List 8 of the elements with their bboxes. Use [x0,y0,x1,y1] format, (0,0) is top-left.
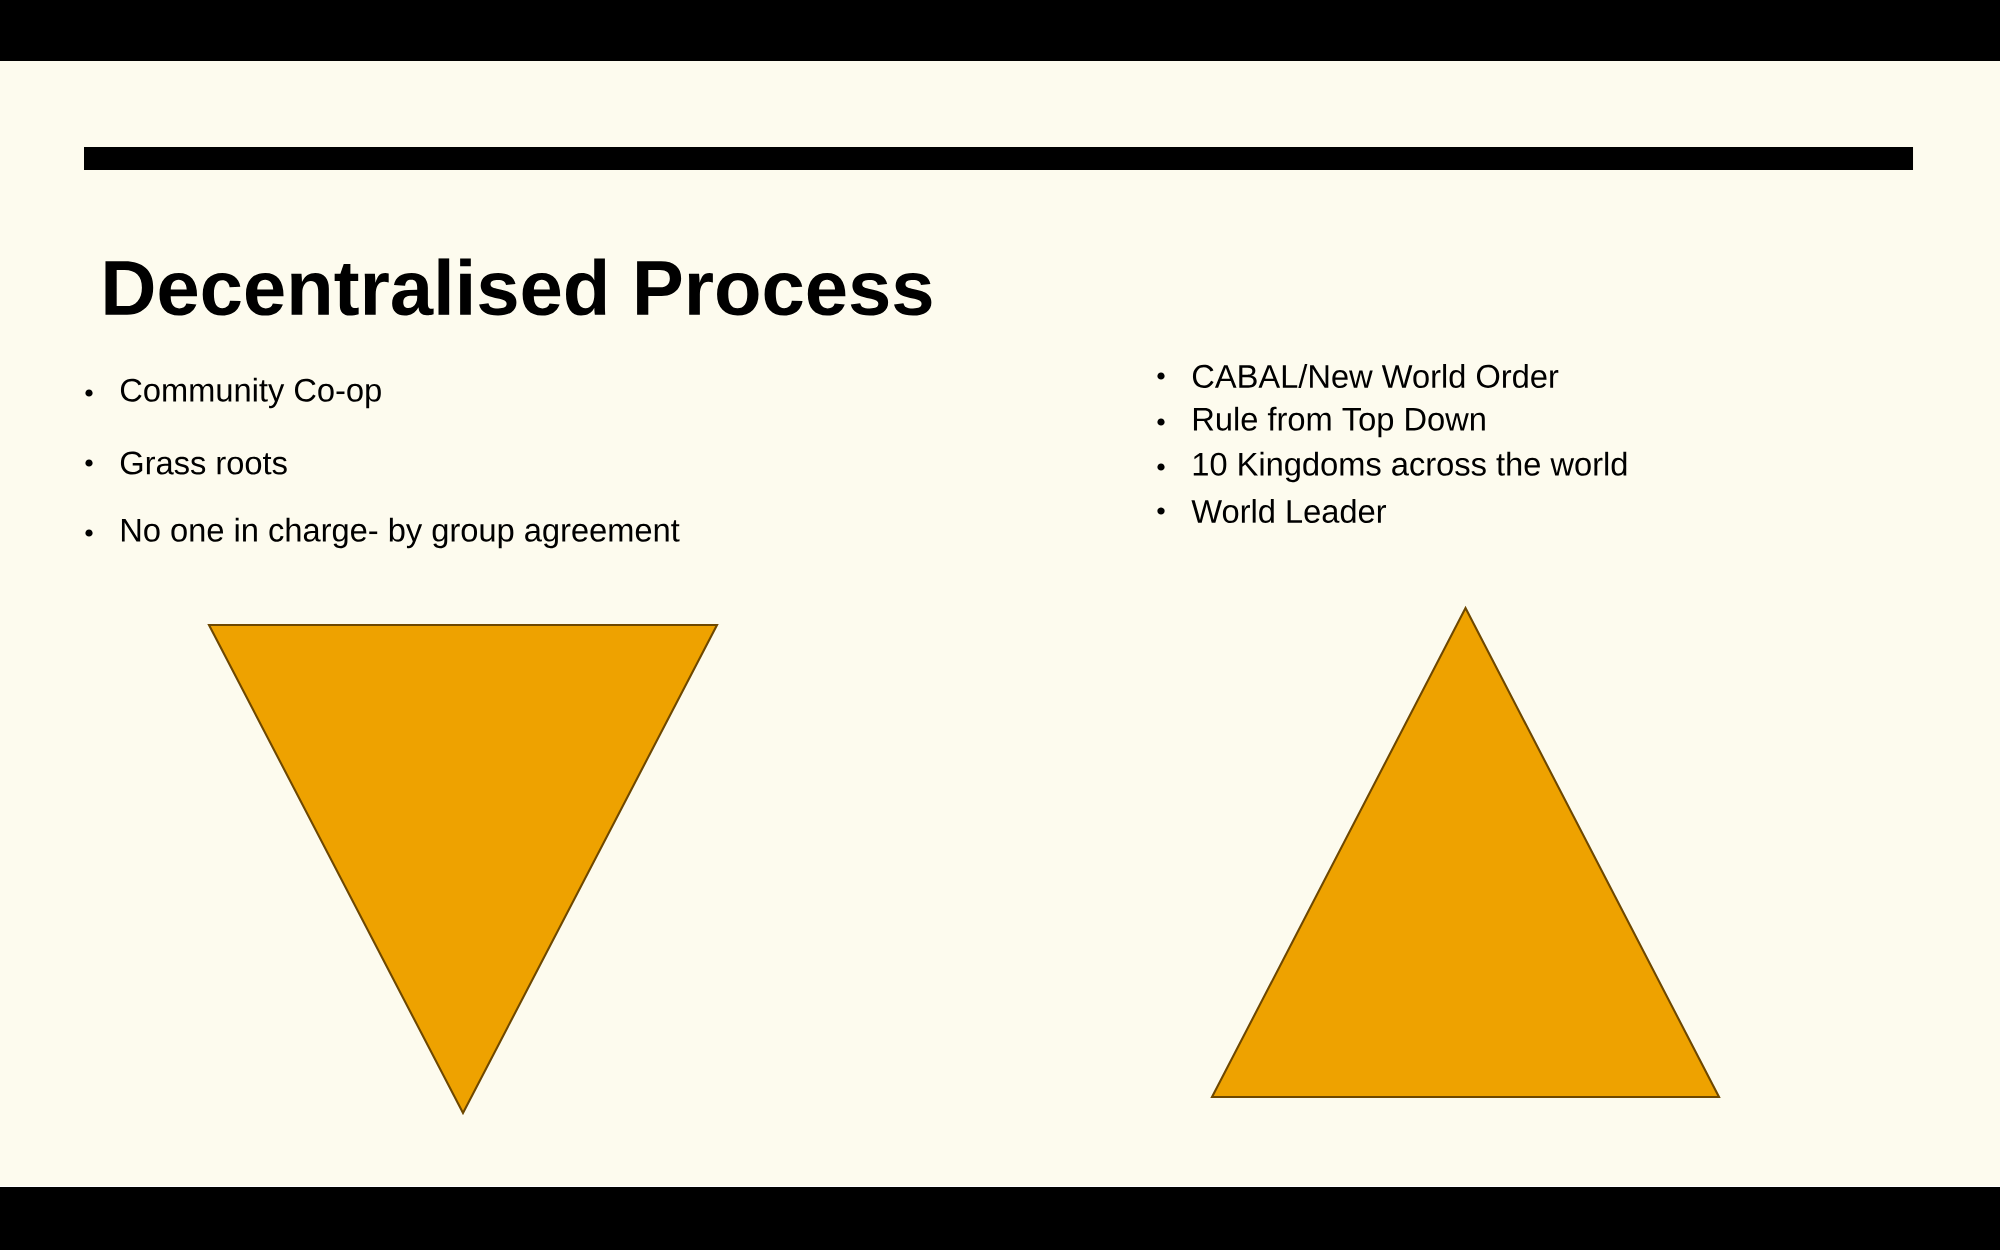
bullet-text: 10 Kingdoms across the world [1193,451,1627,483]
slide-title: Decentralised Process [105,258,932,316]
bullet-text: World Leader [1191,499,1387,523]
bullet-text: No one in charge- by group agreement [121,517,680,549]
bullet-text: Community Co-op [120,377,381,409]
bullet-text: CABAL/New World Order [1192,364,1559,388]
bullet-text: Grass roots [120,451,287,475]
bullet-text: Rule from Top Down [1193,406,1485,438]
